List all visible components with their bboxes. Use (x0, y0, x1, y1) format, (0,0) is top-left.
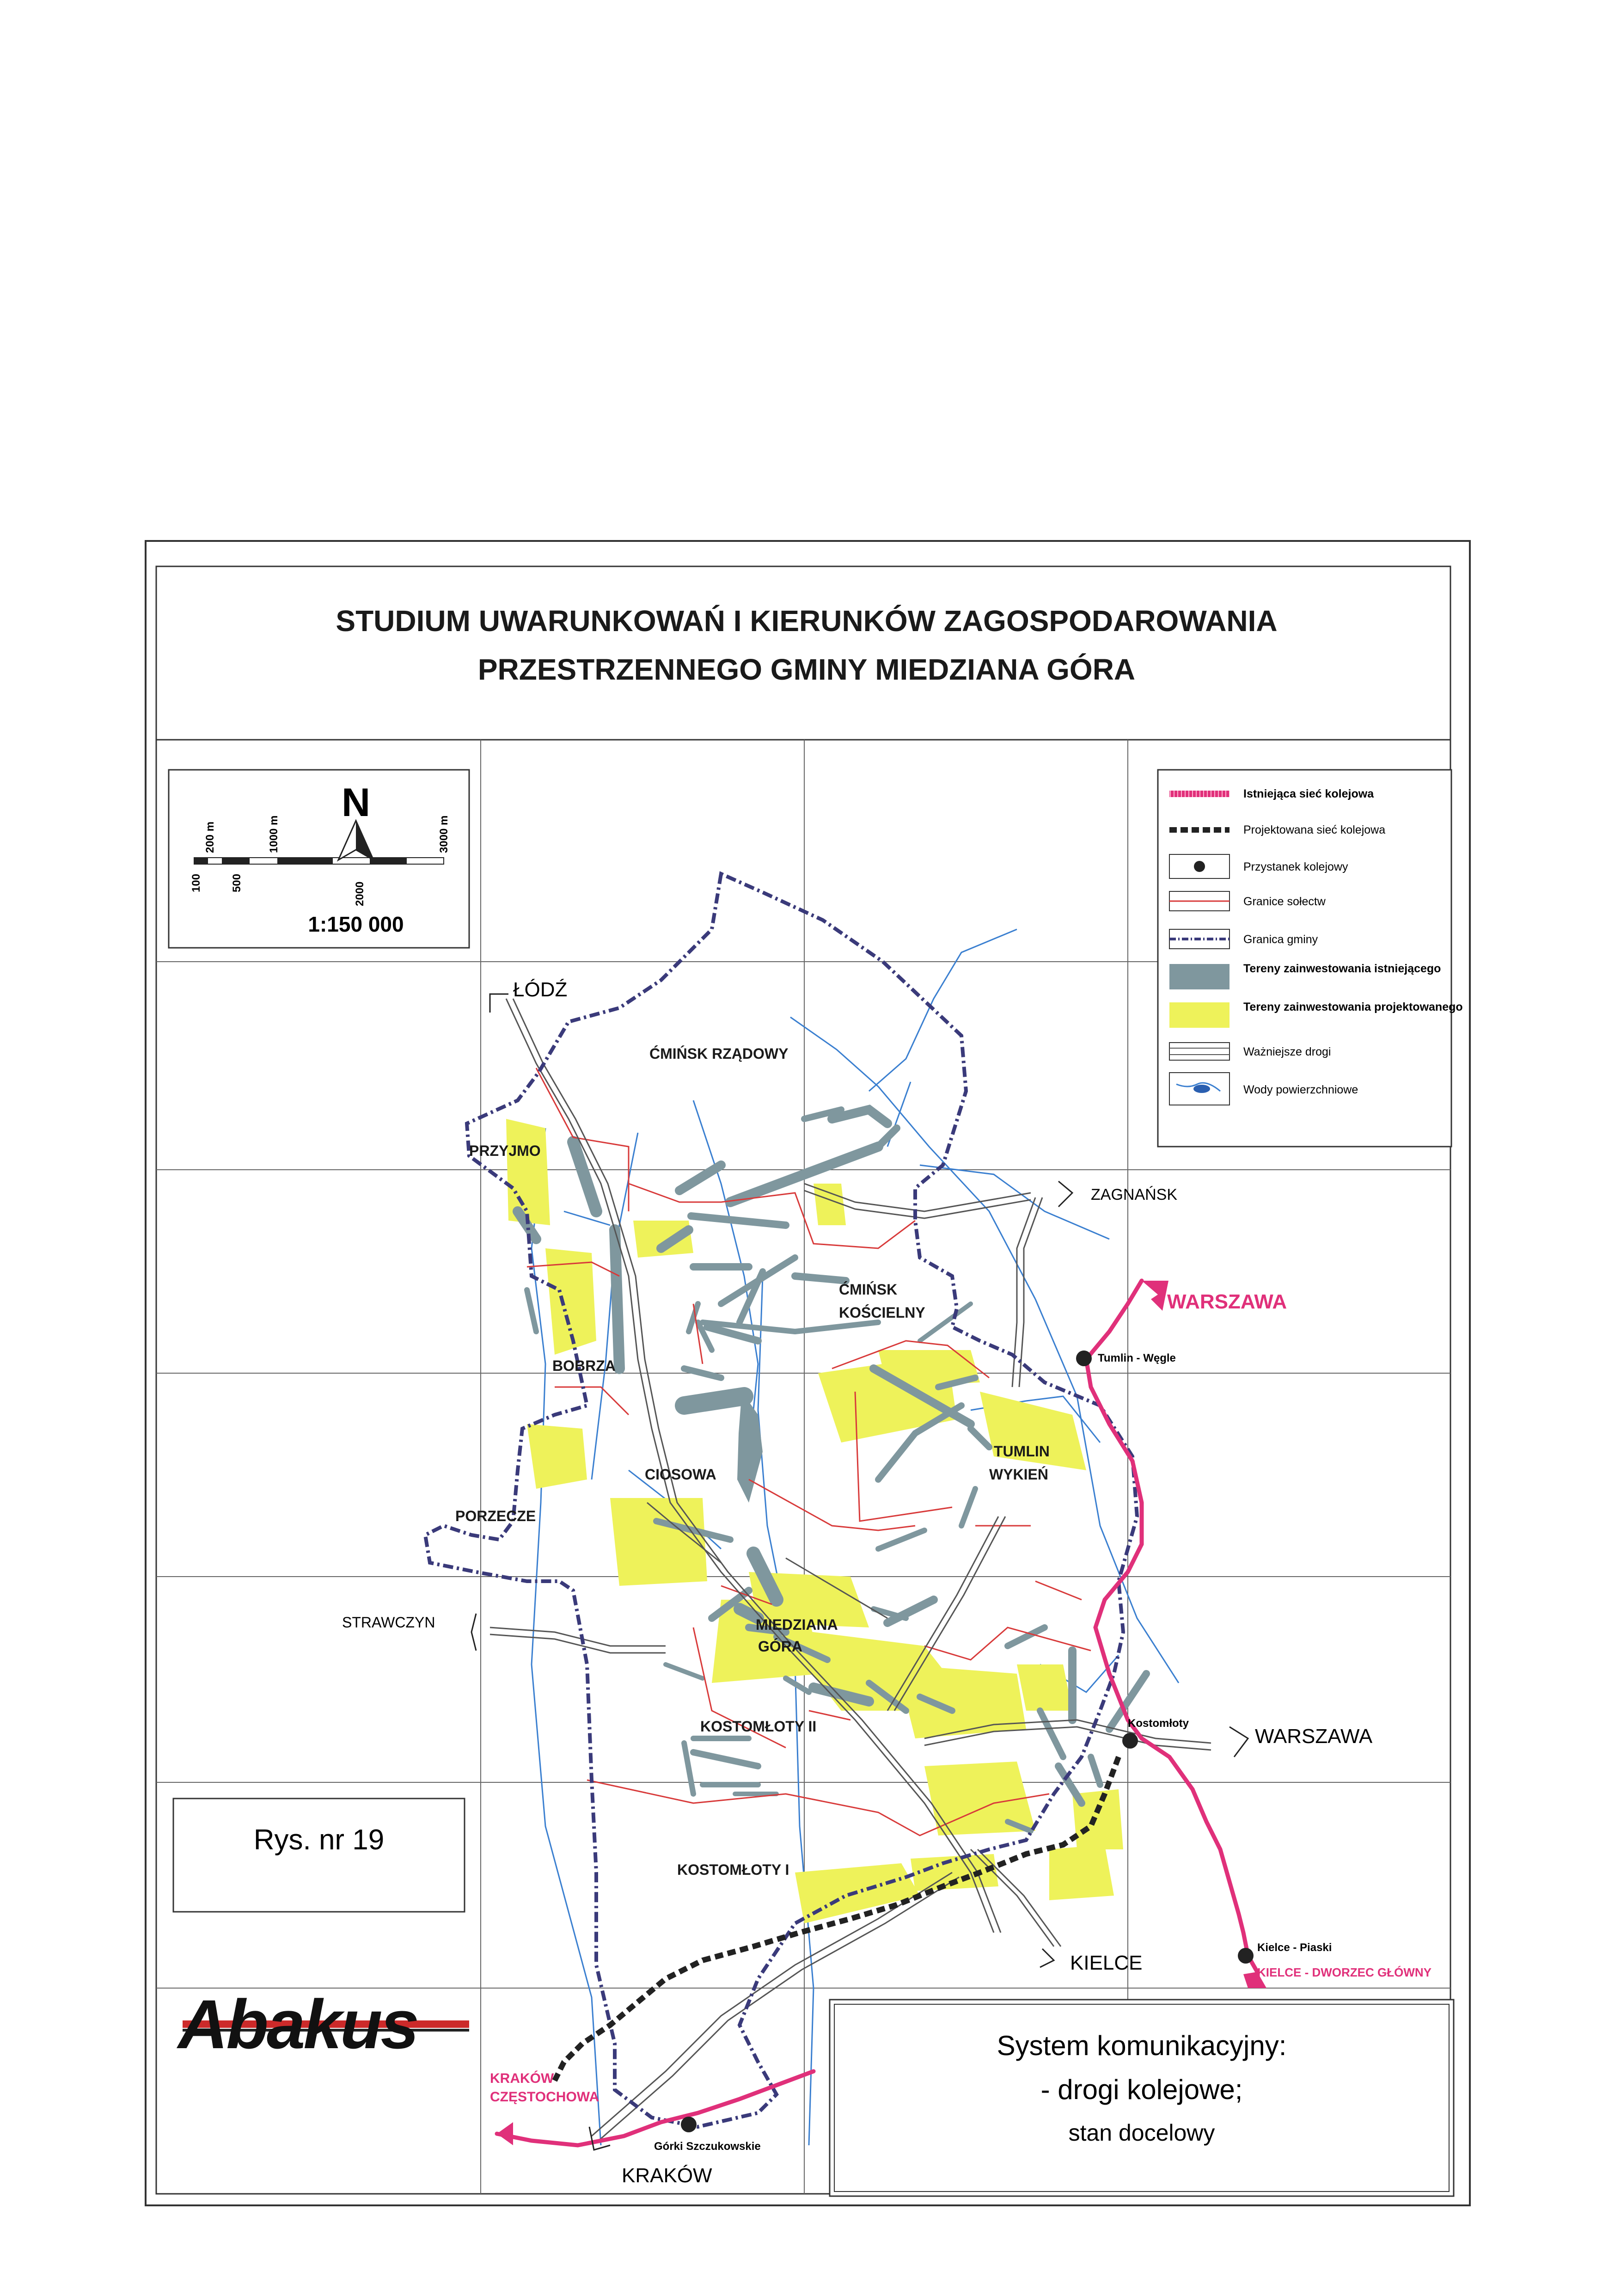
village-kostomloty-ii: KOSTOMŁOTY II (700, 1718, 816, 1735)
rail-arrow-kielce (1243, 1972, 1266, 1988)
village-cminsk-rzadowy: ĆMIŃSK RZĄDOWY (649, 1045, 788, 1062)
direction-kielce-dworzec: KIELCE - DWORZEC GŁÓWNY (1257, 1965, 1431, 1979)
village-tumlin-2: WYKIEŃ (989, 1466, 1048, 1483)
legend: Istniejąca sieć kolejowa Projektowana si… (1157, 769, 1463, 1148)
title-line-2: PRZESTRZENNEGO GMINY MIEDZIANA GÓRA (478, 653, 1135, 686)
station-tumlin-wegle: Tumlin - Węgle (1098, 1352, 1176, 1364)
legend-swatch-planned-area (1169, 1002, 1230, 1028)
direction-warszawa-road: WARSZAWA (1255, 1725, 1373, 1748)
existing-rail (495, 1278, 1260, 2148)
legend-swatch-existing-area (1169, 964, 1230, 989)
caption-line-3: stan docelowy (1069, 2120, 1215, 2146)
abakus-logo: Abakus (176, 1985, 469, 2063)
scale-tick-100: 100 (190, 874, 202, 892)
scale-tick-3000: 3000 m (438, 816, 450, 853)
village-miedziana-1: MIEDZIANA (756, 1616, 838, 1633)
legend-label-8: Ważniejsze drogi (1243, 1045, 1331, 1058)
legend-swatch-roads (1169, 1042, 1230, 1061)
caption-line-1: System komunikacyjny: (997, 2030, 1287, 2061)
scale-tick-2000: 2000 (354, 882, 366, 906)
village-tumlin-1: TUMLIN (994, 1443, 1050, 1460)
direction-lodz: ŁÓDŹ (513, 978, 567, 1001)
stop-kostomloty (1122, 1733, 1138, 1749)
figure-number: Rys. nr 19 (254, 1824, 385, 1856)
caption-box: System komunikacyjny: - drogi kolejowe; … (829, 1999, 1455, 2197)
village-miedziana-2: GÓRA (758, 1638, 802, 1655)
solectwo-boundaries (526, 1068, 1091, 1836)
legend-swatch-existing-rail (1169, 791, 1230, 797)
legend-label-3: Przystanek kolejowy (1243, 860, 1348, 873)
village-bobrza: BOBRZA (552, 1357, 616, 1374)
rail-arrow-krakow (497, 2122, 513, 2145)
logo-text: Abakus (176, 1985, 417, 2063)
village-przyjmo: PRZYJMO (469, 1142, 541, 1159)
legend-label-1: Istniejąca sieć kolejowa (1243, 787, 1374, 800)
station-kielce-piaski: Kielce - Piaski (1257, 1941, 1332, 1954)
village-labels: ĆMIŃSK RZĄDOWY PRZYJMO ĆMIŃSK KOŚCIELNY … (455, 1045, 1050, 1878)
scale-tick-500: 500 (231, 874, 243, 892)
roads (489, 998, 1211, 2142)
road-direction-markers (471, 993, 1249, 2151)
direction-krakow-rail-1: KRAKÓW (490, 2070, 554, 2086)
village-ciosowa: CIOSOWA (645, 1466, 716, 1483)
scale-text: 1:150 000 (308, 912, 404, 936)
village-porzecze: PORZECZE (455, 1508, 536, 1524)
existing-areas (513, 1105, 1150, 1834)
reservoir (737, 1392, 763, 1503)
legend-label-2: Projektowana sieć kolejowa (1243, 823, 1385, 836)
legend-swatch-stop (1194, 861, 1205, 872)
legend-label-7: Tereny zainwestowania projektowanego (1243, 1001, 1463, 1013)
village-cminsk-koscielny-2: KOŚCIELNY (839, 1304, 925, 1321)
legend-label-6: Tereny zainwestowania istniejącego (1243, 962, 1441, 975)
direction-krakow-rail-2: CZĘSTOCHOWA (490, 2089, 599, 2105)
scale-tick-200: 200 m (204, 822, 216, 853)
gmina-boundary (423, 871, 1139, 2129)
legend-label-5: Granica gminy (1243, 933, 1318, 946)
direction-warszawa-rail: WARSZAWA (1167, 1290, 1287, 1313)
stop-tumlin-wegle (1076, 1351, 1092, 1366)
legend-label-4: Granice sołectw (1243, 895, 1326, 908)
legend-label-9: Wody powierzchniowe (1243, 1083, 1358, 1096)
scalebar-box: 100 200 m 500 1000 m 2000 3000 m N 1:150… (168, 769, 470, 949)
direction-krakow: KRAKÓW (622, 2164, 712, 2187)
village-kostomloty-i: KOSTOMŁOTY I (677, 1861, 789, 1878)
north-label: N (342, 780, 370, 825)
direction-strawczyn: STRAWCZYN (342, 1614, 435, 1631)
figure-number-box: Rys. nr 19 (172, 1798, 465, 1913)
outer-frame (145, 540, 1471, 2206)
scale-tick-1000: 1000 m (268, 816, 280, 853)
title-line-1: STUDIUM UWARUNKOWAŃ I KIERUNKÓW ZAGOSPOD… (336, 604, 1277, 638)
village-cminsk-koscielny-1: ĆMIŃSK (839, 1281, 897, 1298)
inner-frame (155, 565, 1451, 2195)
station-kostomloty: Kostomłoty (1128, 1717, 1189, 1730)
planned-areas (506, 1119, 1123, 1923)
direction-zagnansk: ZAGNAŃSK (1091, 1186, 1177, 1203)
rail-arrow-warszawa (1142, 1281, 1168, 1311)
stop-gorki (681, 2117, 697, 2132)
stop-kielce-piaski (1238, 1948, 1254, 1964)
direction-kielce: KIELCE (1070, 1952, 1143, 1974)
caption-line-2: - drogi kolejowe; (1041, 2074, 1243, 2105)
station-gorki: Górki Szczukowskie (654, 2140, 761, 2153)
